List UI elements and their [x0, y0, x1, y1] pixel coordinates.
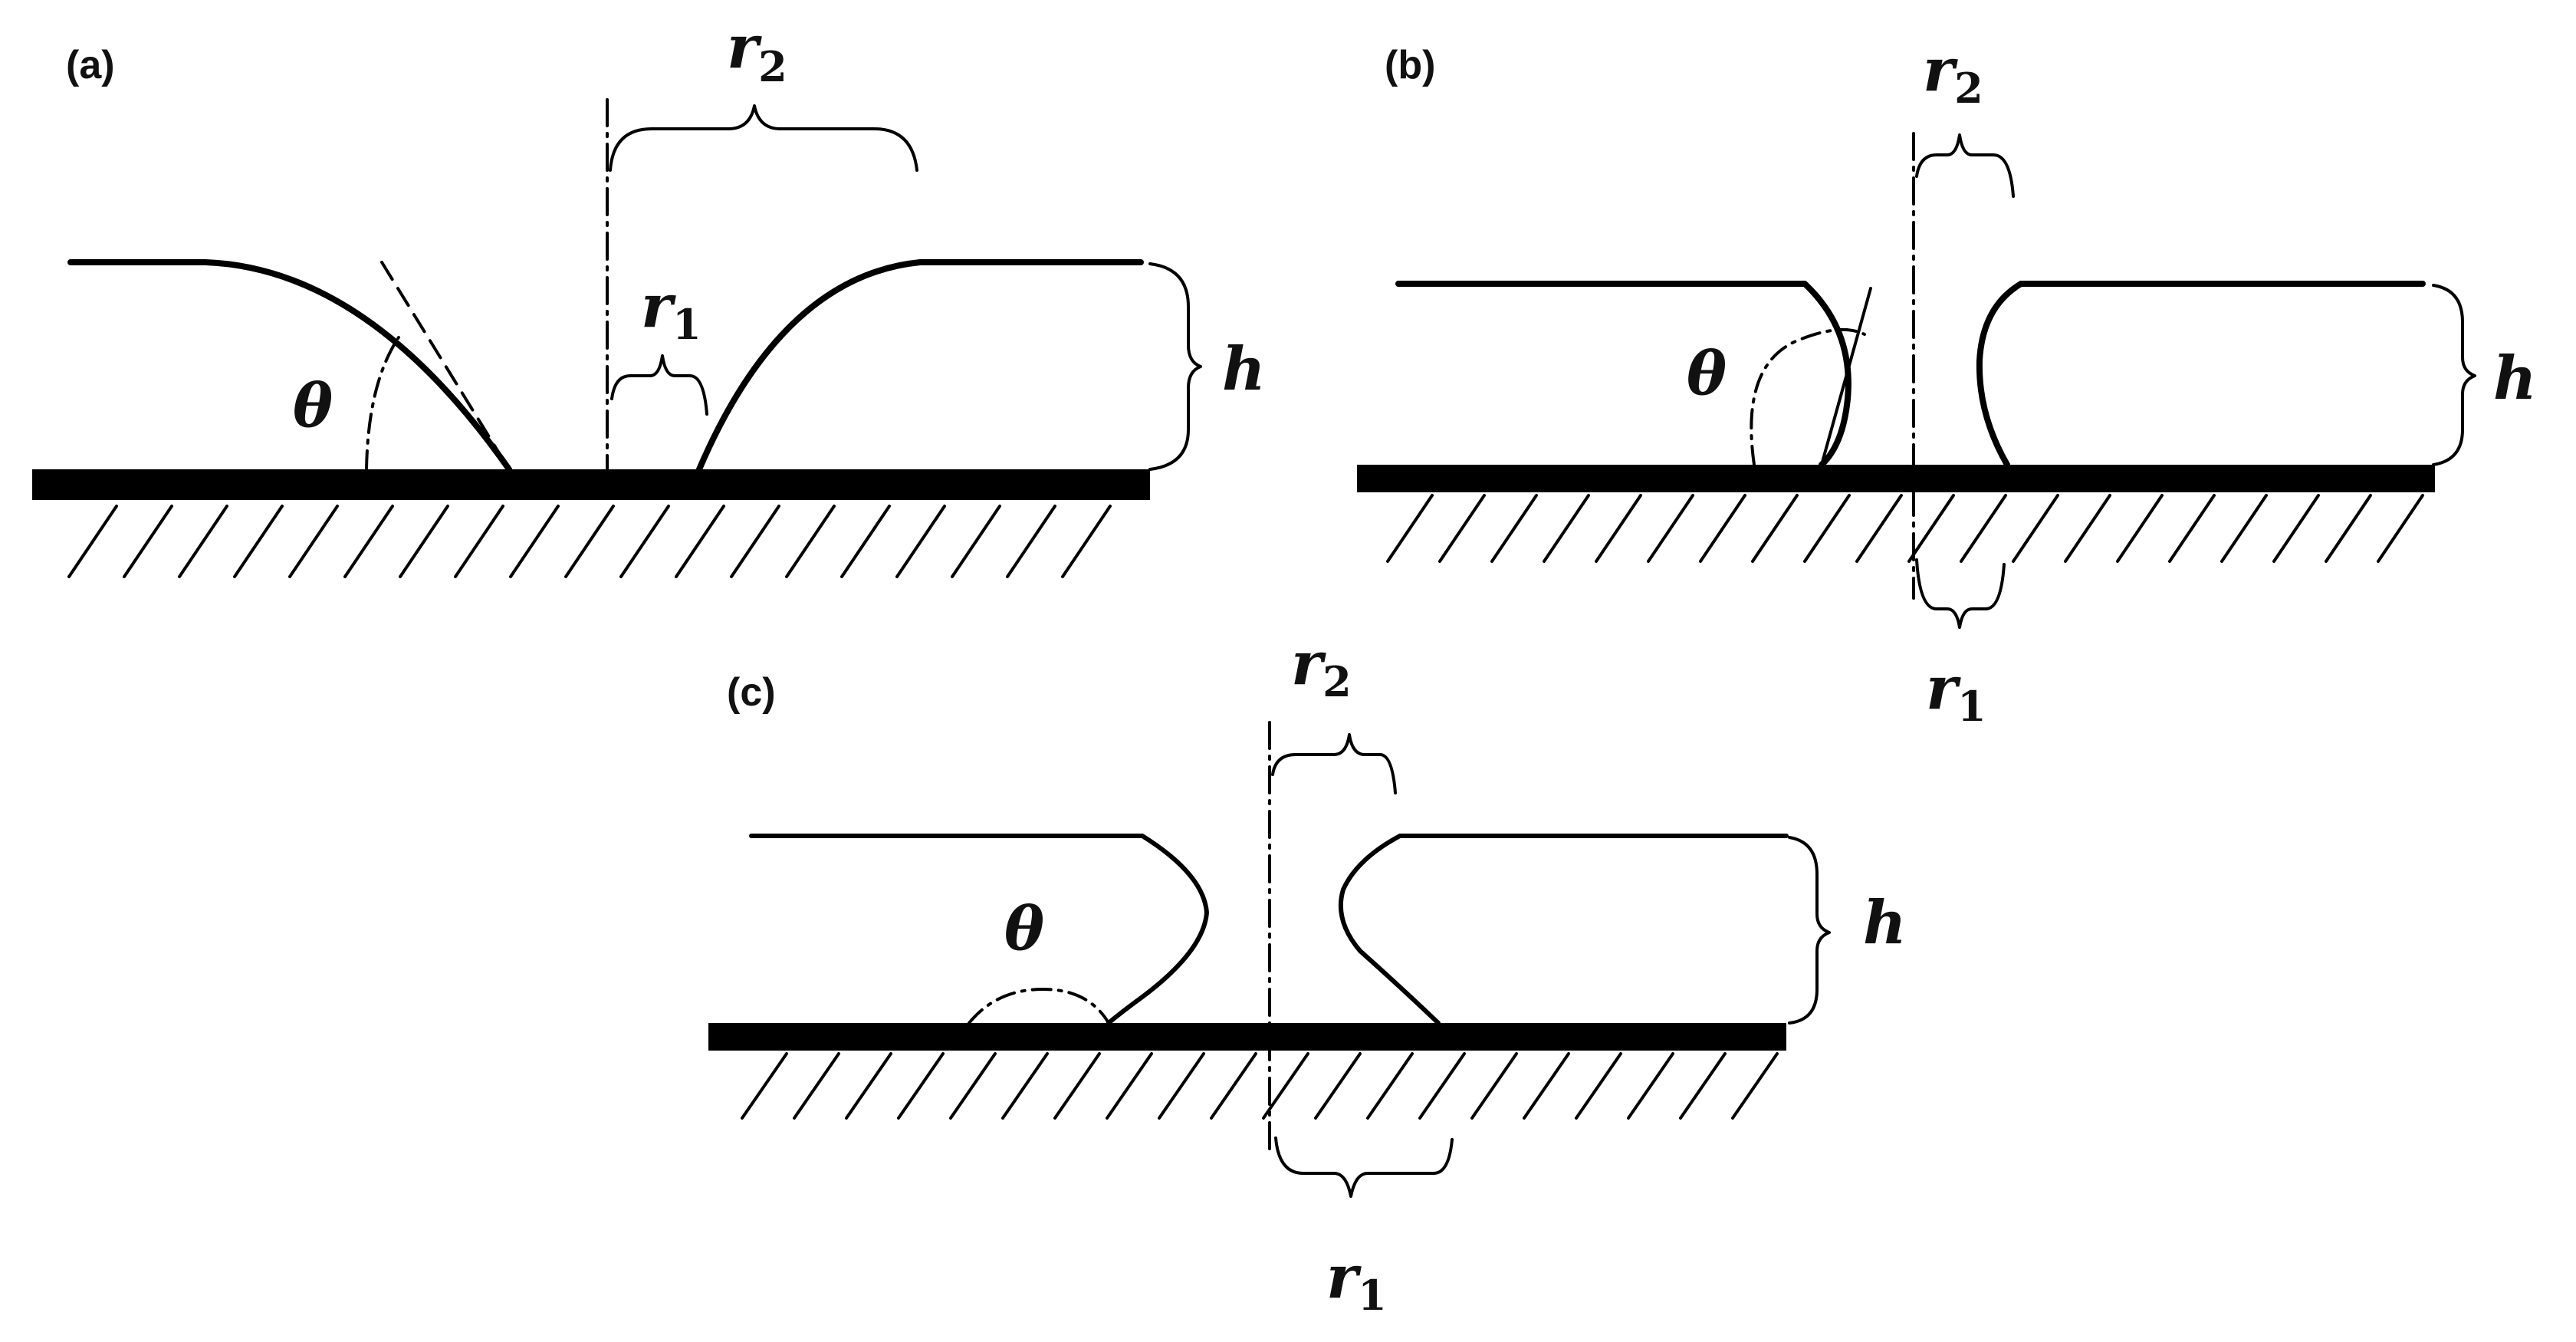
panel-c-r1-brace: [1274, 1136, 1454, 1198]
panel-c-h-brace: [1788, 836, 1831, 1025]
panel-a-right-film: [696, 259, 1144, 472]
panel-b-substrate: [1357, 465, 2435, 492]
panel-c-angle-arc: [968, 988, 1110, 1025]
panel-b-r1-label: r1: [1926, 653, 1986, 731]
panel-c-hatching: [741, 1052, 1779, 1120]
panel-a-r2-label: r2: [727, 12, 787, 91]
panel-a: (a) θ r2 r1 h: [32, 12, 1266, 578]
panel-a-h: h: [1222, 334, 1266, 404]
panel-b-angle-arc: [1750, 327, 1866, 466]
panel-c-theta: θ: [1004, 894, 1044, 964]
panel-a-theta: θ: [293, 371, 333, 441]
panel-c-r1-r: r: [1326, 1242, 1362, 1312]
panel-a-r1-brace: [610, 354, 708, 416]
panel-b-r1-r: r: [1926, 653, 1961, 723]
panel-c-label: (c): [727, 670, 776, 715]
panel-c-r2-label: r2: [1291, 629, 1352, 706]
panel-c-r1-label: r1: [1326, 1242, 1387, 1320]
panel-c-left-film: [749, 834, 1209, 1025]
panel-b-theta: θ: [1687, 339, 1727, 409]
panel-a-left-film: [67, 259, 512, 472]
panel-a-substrate: [32, 469, 1150, 500]
panel-c-r2-sub: 2: [1322, 657, 1352, 706]
panel-c: (c) θ r2 r1 h: [708, 629, 1907, 1320]
panel-b-r2-brace: [1915, 133, 2015, 198]
panel-a-tangent-line: [380, 261, 511, 471]
panel-b-hatching: [1386, 494, 2424, 563]
panel-a-h-brace: [1148, 262, 1202, 471]
panel-b-left-film: [1395, 281, 1852, 468]
panel-c-r2-r: r: [1291, 629, 1326, 699]
panel-a-r1-sub: 1: [672, 300, 702, 349]
panel-a-angle-arc: [365, 336, 400, 471]
panel-b-h-brace: [2432, 284, 2476, 466]
panel-c-h: h: [1863, 888, 1907, 958]
panel-b-right-film: [1976, 281, 2426, 468]
panel-c-r1-sub: 1: [1358, 1271, 1387, 1320]
panel-a-r2-sub: 2: [758, 42, 787, 91]
panel-a-r2-brace: [609, 104, 918, 172]
panel-b: (b) θ r2 r1 h: [1357, 35, 2537, 731]
panel-b-r1-brace: [1915, 558, 2006, 629]
panel-c-substrate: [708, 1023, 1786, 1051]
panel-a-hatching: [67, 505, 1112, 578]
panel-c-r2-brace: [1271, 733, 1397, 794]
panel-a-r1-r: r: [641, 271, 676, 341]
panel-a-label: (a): [66, 43, 115, 87]
panel-b-r2-sub: 2: [1954, 64, 1983, 113]
panel-a-r1-label: r1: [641, 271, 702, 349]
panel-b-h: h: [2493, 344, 2537, 413]
panel-a-r2-r: r: [727, 12, 762, 82]
panel-b-tangent-line: [1820, 287, 1872, 466]
panel-c-right-film: [1338, 834, 1789, 1025]
panel-b-label: (b): [1385, 43, 1435, 87]
panel-b-r2-label: r2: [1923, 35, 1983, 113]
panel-b-r1-sub: 1: [1957, 682, 1986, 731]
panel-b-r2-r: r: [1923, 35, 1958, 105]
